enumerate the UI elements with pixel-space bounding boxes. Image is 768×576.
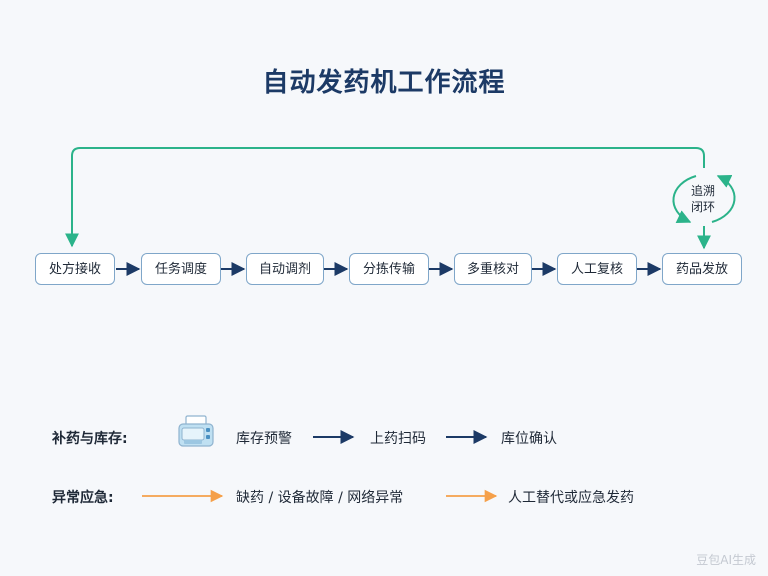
exception-causes: 缺药 / 设备故障 / 网络异常 — [236, 490, 404, 506]
watermark: 豆包AI生成 — [696, 553, 756, 567]
restock-label: 补药与库存: — [52, 431, 128, 447]
exception-label: 异常应急: — [52, 490, 114, 506]
flow-node-drug-dispense: 药品发放 — [662, 253, 742, 285]
flow-node-sort-transport: 分拣传输 — [349, 253, 429, 285]
trace-loop-arc-right — [711, 174, 736, 223]
trace-loop-arc-left — [672, 175, 697, 224]
printer-icon — [178, 415, 214, 447]
trace-loop-label: 追溯 闭环 — [670, 174, 736, 224]
flow-node-manual-review: 人工复核 — [557, 253, 637, 285]
feedback-loop-line — [65, 147, 705, 248]
trace-label-line1: 追溯 — [690, 184, 715, 198]
trace-label-line2: 闭环 — [690, 200, 715, 214]
flow-node-auto-dispense: 自动调剂 — [246, 253, 324, 285]
flow-node-prescription-receive: 处方接收 — [35, 253, 115, 285]
restock-step-location-confirm: 库位确认 — [501, 431, 557, 447]
exception-result: 人工替代或应急发药 — [508, 490, 634, 506]
page-title: 自动发药机工作流程 — [262, 68, 506, 98]
restock-step-inventory-alert: 库存预警 — [236, 431, 292, 447]
flow-node-multi-check: 多重核对 — [454, 253, 532, 285]
restock-step-scan: 上药扫码 — [370, 431, 426, 447]
flow-node-task-schedule: 任务调度 — [141, 253, 221, 285]
